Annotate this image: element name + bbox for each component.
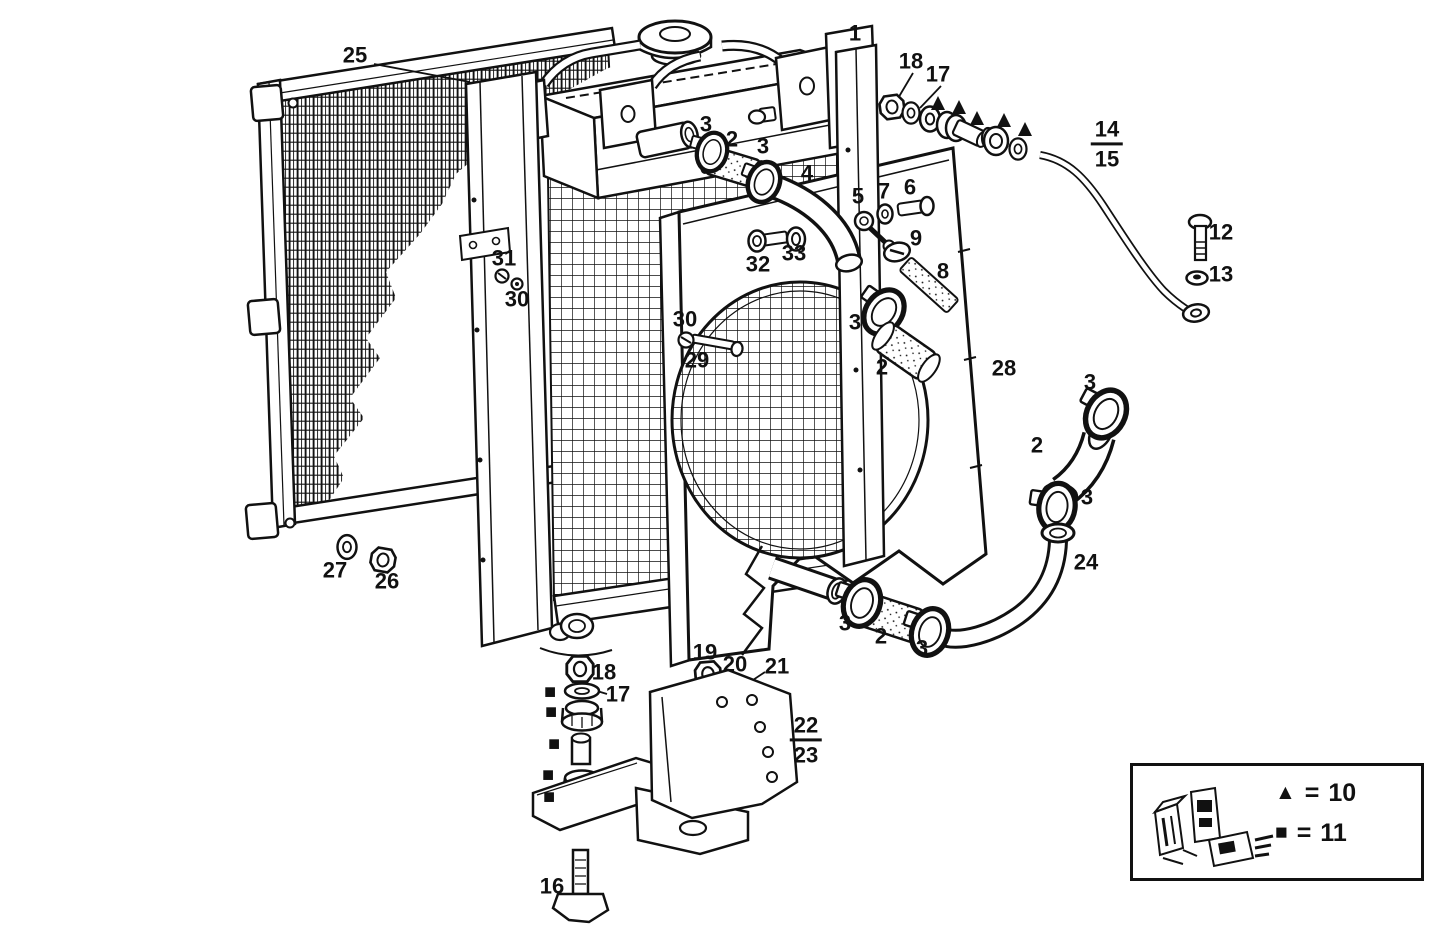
grille-end-caps	[244, 83, 299, 541]
outlet-elbow-assembly	[945, 378, 1135, 649]
square-symbol: ■	[1275, 821, 1288, 845]
upper-hose-assembly	[685, 127, 941, 383]
screws	[494, 268, 744, 358]
legend-parts-kit-icon	[1151, 786, 1274, 868]
small-parts-cluster	[747, 195, 959, 313]
hose-sleeve	[871, 321, 941, 383]
support-bracket	[531, 668, 799, 856]
radiator-frame	[458, 19, 886, 657]
bracket-bolt	[551, 848, 610, 924]
legend-box: ▲ = 10 ■ = 11	[1130, 763, 1424, 881]
filler-plug	[747, 106, 777, 125]
zigzag-reference-line	[740, 545, 766, 656]
bushing-kit	[877, 92, 1028, 161]
triangle-symbol: ▲	[1275, 781, 1296, 805]
equals-sign: =	[1296, 819, 1312, 847]
radiator-cap	[637, 19, 713, 67]
square-value: 11	[1320, 819, 1347, 847]
stay-rod	[1039, 151, 1213, 323]
legend-entry-triangle: ▲ = 10	[1275, 778, 1356, 808]
lower-hose-assembly	[768, 556, 955, 660]
legend-entry-square: ■ = 11	[1275, 818, 1356, 848]
legend-entries: ▲ = 10 ■ = 11	[1275, 778, 1356, 848]
triangle-value: 10	[1328, 779, 1357, 807]
equals-sign: =	[1304, 779, 1320, 807]
drain-elbow	[539, 612, 613, 657]
grille-fasteners	[336, 533, 399, 575]
